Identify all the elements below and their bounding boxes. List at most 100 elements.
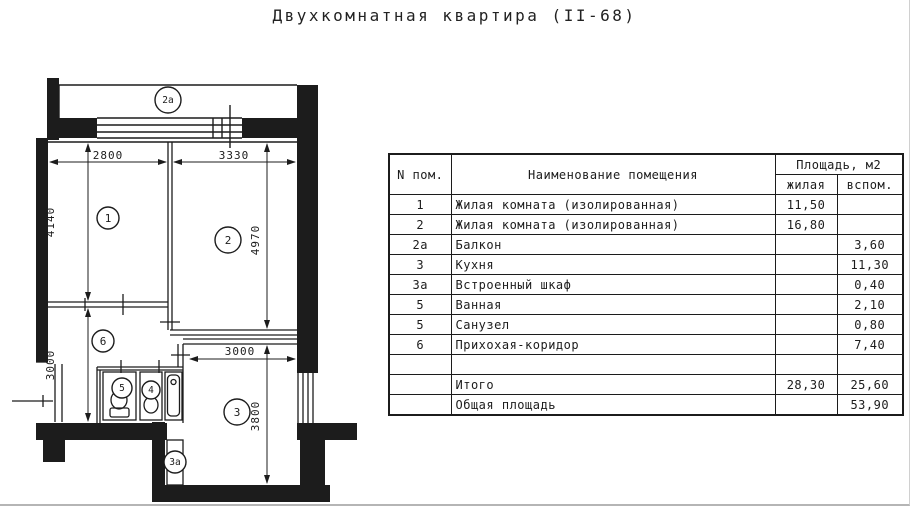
room-name-cell (450, 354, 776, 375)
table-row: 2 Жилая комната (изолированная) 16,80 (388, 214, 904, 235)
aux-area-cell (836, 194, 904, 215)
row-num-cell: 2 (388, 214, 452, 235)
room-label-4: 4 (148, 385, 154, 396)
room-name-cell: Ванная (450, 294, 776, 315)
row-num-cell: 3 (388, 254, 452, 275)
room-name-cell: Итого (450, 374, 776, 395)
bathtub-fixture (166, 374, 181, 417)
area-table-wrapper: N пом. Наименование помещения Площадь, м… (388, 153, 905, 416)
aux-area-cell (836, 354, 904, 375)
living-area-cell (774, 294, 838, 315)
living-area-cell (774, 334, 838, 355)
room-name-cell: Жилая комната (изолированная) (450, 194, 776, 215)
exterior-walls (36, 78, 357, 502)
table-row: 3а Встроенный шкаф 0,40 (388, 274, 904, 295)
room-name-cell: Общая площадь (450, 394, 776, 416)
header-living: жилая (774, 174, 838, 195)
row-num-cell: 2а (388, 234, 452, 255)
row-num-cell: 3а (388, 274, 452, 295)
row-num-cell: 5 (388, 314, 452, 335)
dimension-label-3000-kitchen: 3000 (225, 345, 256, 358)
room-circle-3 (223, 398, 251, 426)
room-label-2: 2 (225, 234, 232, 247)
header-row-2: жилая вспом. (389, 174, 904, 195)
table-row-grand-total: Общая площадь 53,90 (388, 394, 904, 416)
interior-walls (12, 142, 314, 486)
row-num-cell: 1 (388, 194, 452, 215)
row-num-cell: 6 (388, 334, 452, 355)
table-row: 6 Прихохая-коридор 7,40 (388, 334, 904, 355)
room-label-3: 3 (234, 406, 241, 419)
dimension-lines (49, 143, 296, 484)
row-num-cell (388, 394, 452, 416)
room-circle-3a (163, 450, 187, 474)
dimension-label-4970: 4970 (249, 225, 262, 256)
entrance-door (12, 361, 63, 422)
living-area-cell (774, 314, 838, 335)
table-row-total: Итого 28,30 25,60 (388, 374, 904, 395)
row-num-cell: 5 (388, 294, 452, 315)
living-area-cell: 11,50 (774, 194, 838, 215)
room-circle-1 (96, 206, 120, 230)
table-row: 1 Жилая комната (изолированная) 11,50 (388, 194, 904, 215)
aux-area-cell: 0,40 (836, 274, 904, 295)
aux-area-cell: 53,90 (836, 394, 904, 416)
living-area-cell: 28,30 (774, 374, 838, 395)
room-circle-4 (141, 380, 161, 400)
room-name-cell: Санузел (450, 314, 776, 335)
living-area-cell (774, 394, 838, 416)
aux-area-cell: 11,30 (836, 254, 904, 275)
row-num-cell (388, 374, 452, 395)
page-title: Двухкомнатная квартира (II-68) (272, 6, 637, 25)
room-name-cell: Встроенный шкаф (450, 274, 776, 295)
aux-area-cell (836, 214, 904, 235)
floor-plan: 2800 3330 4140 4970 3000 3000 3800 1 2 2… (12, 78, 357, 502)
aux-area-cell: 25,60 (836, 374, 904, 395)
header-num: N пом. (388, 153, 452, 195)
table-row: 2а Балкон 3,60 (388, 234, 904, 255)
living-area-cell (774, 354, 838, 375)
room-circle-5 (111, 377, 133, 399)
room-label-6: 6 (100, 335, 107, 348)
header-name: Наименование помещения (450, 153, 776, 195)
row-num-cell (388, 354, 452, 375)
header-aux: вспом. (836, 174, 904, 195)
living-area-cell (774, 254, 838, 275)
dimension-label-2800: 2800 (93, 149, 124, 162)
toilet-tank (109, 407, 130, 418)
table-row: 3 Кухня 11,30 (388, 254, 904, 275)
table-row: 5 Ванная 2,10 (388, 294, 904, 315)
balcony-outline (48, 84, 297, 148)
living-area-cell (774, 234, 838, 255)
room-label-1: 1 (105, 212, 112, 225)
table-row-empty (388, 354, 904, 375)
room-circle-2a (154, 86, 182, 114)
dimension-label-3330: 3330 (219, 149, 250, 162)
aux-area-cell: 2,10 (836, 294, 904, 315)
aux-area-cell: 0,80 (836, 314, 904, 335)
table-row: 5 Санузел 0,80 (388, 314, 904, 335)
living-area-cell: 16,80 (774, 214, 838, 235)
room-label-5: 5 (119, 383, 125, 394)
room-circle-2 (214, 226, 242, 254)
kitchen-window (297, 373, 314, 423)
dimension-label-4140: 4140 (44, 207, 57, 238)
aux-area-cell: 3,60 (836, 234, 904, 255)
dimension-labels: 2800 3330 4140 4970 3000 3000 3800 (44, 149, 262, 431)
bathtub-drain (170, 378, 177, 386)
room-labels: 1 2 2а 3 3а 4 5 6 (91, 86, 251, 474)
room-name-cell: Балкон (450, 234, 776, 255)
room-label-3a: 3а (169, 457, 180, 468)
aux-area-cell: 7,40 (836, 334, 904, 355)
area-table: N пом. Наименование помещения Площадь, м… (388, 153, 905, 416)
room-circle-6 (91, 329, 115, 353)
dimension-label-3800: 3800 (249, 401, 262, 432)
room-name-cell: Кухня (450, 254, 776, 275)
room-name-cell: Жилая комната (изолированная) (450, 214, 776, 235)
header-area-group: Площадь, м2 (774, 153, 904, 175)
dimension-label-3000-hall: 3000 (44, 350, 57, 381)
header-row-1: N пом. Наименование помещения Площадь, м… (388, 153, 904, 195)
living-area-cell (774, 274, 838, 295)
room-name-cell: Прихохая-коридор (450, 334, 776, 355)
